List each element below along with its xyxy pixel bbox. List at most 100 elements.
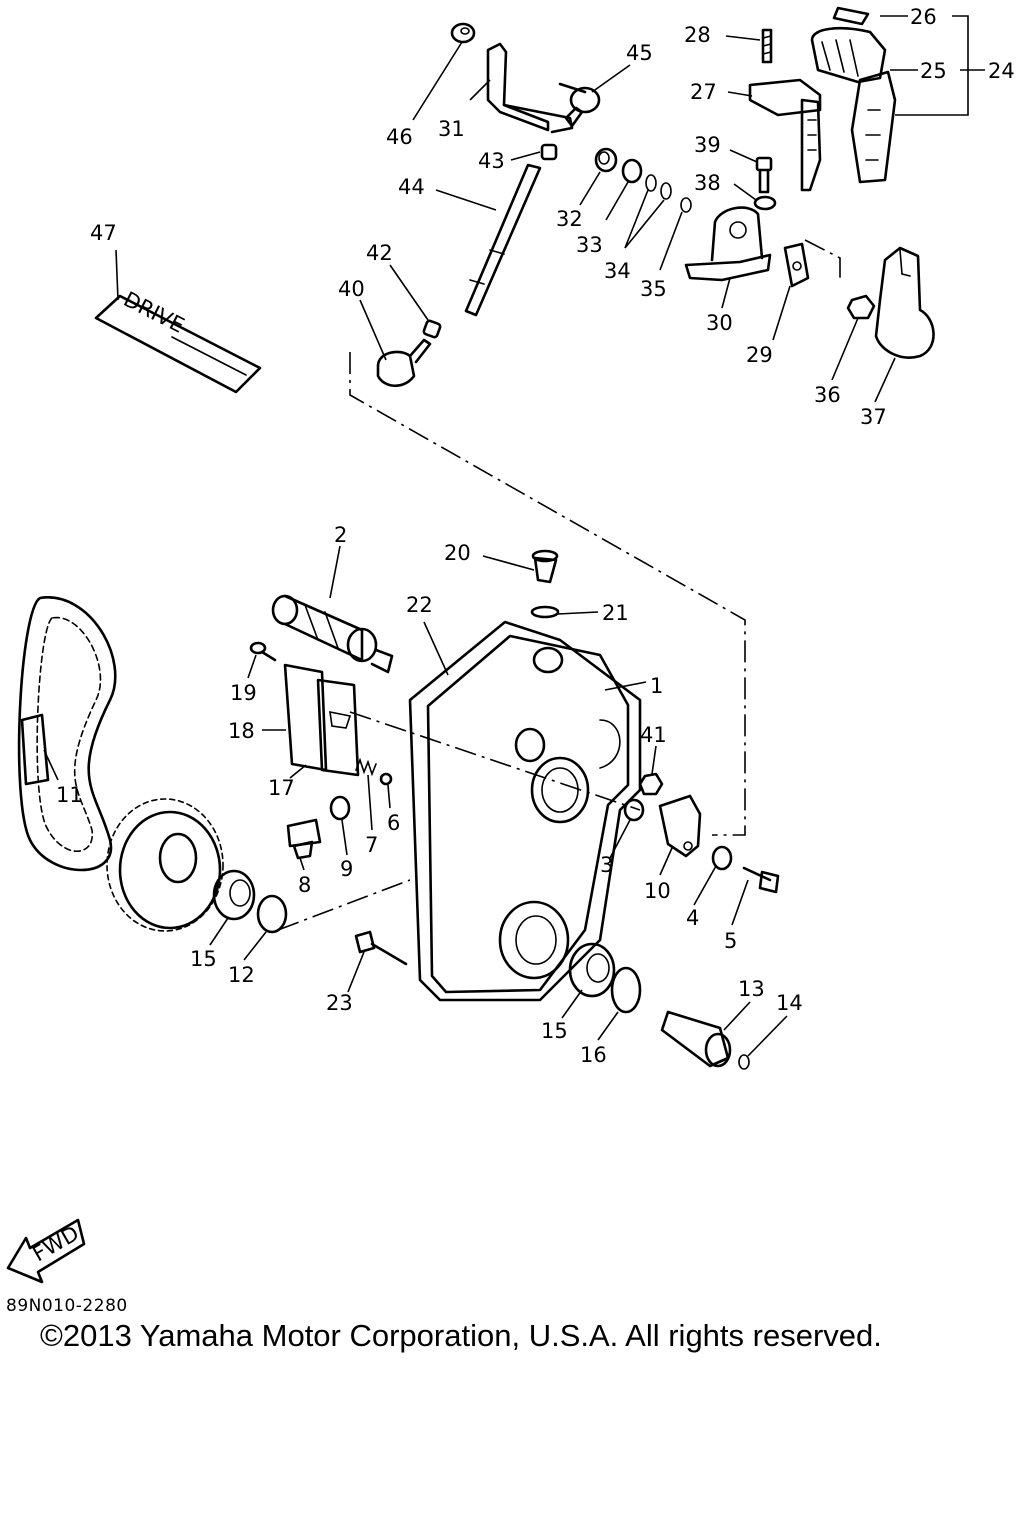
connection-line-lever [804, 239, 841, 280]
part-11-chain [17, 596, 117, 872]
part-27-shift-bracket [748, 78, 822, 192]
callout-34: 34 [604, 259, 631, 283]
part-22-gasket [408, 620, 642, 1002]
callout-25: 25 [920, 59, 947, 83]
callout-28: 28 [684, 23, 711, 47]
part-26-label [832, 6, 870, 26]
callout-46: 46 [386, 125, 413, 149]
upper-linkage-group: DRIVE [94, 6, 935, 836]
connection-line-bearing [277, 879, 411, 931]
connection-line-shaft [349, 711, 641, 811]
callout-44: 44 [398, 175, 425, 199]
part-29-plate [783, 242, 810, 288]
callout-41: 41 [640, 723, 667, 747]
part-19-screw [249, 641, 277, 662]
callout-40: 40 [338, 277, 365, 301]
part-2-shift-drum [271, 594, 394, 674]
fwd-arrow-label: FWD [29, 1221, 83, 1266]
part-9-washer [329, 795, 351, 821]
part-6-ball [379, 772, 393, 786]
callout-37: 37 [860, 405, 887, 429]
sprocket-gear [106, 798, 224, 932]
part-41-nut [638, 772, 664, 796]
callout-2: 2 [334, 523, 347, 547]
callout-31: 31 [438, 117, 465, 141]
callout-20: 20 [444, 541, 471, 565]
part-25-grip [810, 26, 887, 84]
callout-43: 43 [478, 149, 505, 173]
callout-3: 3 [600, 853, 613, 877]
callout-labels: 1 2 3 4 5 6 7 8 9 10 11 12 13 14 15 15 1… [56, 5, 1015, 1067]
part-36-nut [846, 294, 876, 320]
part-10-shift-arm [658, 794, 702, 858]
part-44-rod [464, 163, 542, 317]
part-4-washer [711, 845, 733, 871]
callout-29: 29 [746, 343, 773, 367]
callout-36: 36 [814, 383, 841, 407]
callout-39: 39 [694, 133, 721, 157]
callout-38: 38 [694, 171, 721, 195]
callout-26: 26 [910, 5, 937, 29]
callout-13: 13 [738, 977, 765, 1001]
callout-11: 11 [56, 783, 83, 807]
lower-case-group [17, 549, 780, 1070]
callout-24: 24 [988, 59, 1015, 83]
part-1-case-cover [426, 634, 630, 994]
part-8-plug [286, 818, 322, 860]
part-45-ball-joint [558, 82, 601, 128]
part-15-bearing-right [568, 942, 616, 998]
part-5-bolt [742, 866, 780, 894]
callout-32: 32 [556, 207, 583, 231]
part-23-bolt [354, 930, 408, 966]
callout-47: 47 [90, 221, 117, 245]
part-34-o-ring-a [645, 174, 657, 192]
callout-5: 5 [724, 929, 737, 953]
part-31-lever [486, 42, 574, 134]
callout-15a: 15 [190, 947, 217, 971]
callout-30: 30 [706, 311, 733, 335]
part-17-gasket [316, 678, 360, 777]
callout-21: 21 [602, 601, 629, 625]
part-32-collar [594, 147, 618, 173]
part-38-washer [753, 195, 777, 211]
callout-8: 8 [298, 873, 311, 897]
callout-23: 23 [326, 991, 353, 1015]
part-14-ring [738, 1054, 750, 1070]
leader-lines [43, 15, 985, 1057]
copyright-notice: ©2013 Yamaha Motor Corporation, U.S.A. A… [40, 1318, 882, 1353]
part-46-cap [450, 22, 476, 44]
part-35-clip [680, 197, 692, 213]
decal-label: DRIVE [120, 287, 188, 338]
callout-6: 6 [387, 811, 400, 835]
fwd-arrow-icon: FWD [6, 1218, 86, 1284]
part-16-seal [610, 966, 642, 1014]
callout-12: 12 [228, 963, 255, 987]
callout-1: 1 [650, 674, 663, 698]
drawing-code: 89N010-2280 [6, 1296, 128, 1316]
callout-18: 18 [228, 719, 255, 743]
part-40-end-joint [376, 338, 432, 388]
callout-7: 7 [365, 833, 378, 857]
part-43-bushing [540, 143, 558, 161]
part-42-nut [422, 319, 442, 339]
callout-19: 19 [230, 681, 257, 705]
part-47-decal: DRIVE [94, 287, 262, 394]
part-13-sleeve [660, 1010, 732, 1068]
part-34-o-ring-b [660, 182, 672, 200]
callout-45: 45 [626, 41, 653, 65]
callout-9: 9 [340, 857, 353, 881]
part-30-bracket [684, 206, 772, 282]
callout-15b: 15 [541, 1019, 568, 1043]
part-21-o-ring [530, 605, 560, 619]
part-3-washer [623, 798, 645, 822]
callout-10: 10 [644, 879, 671, 903]
part-24-shift-lever-assembly [810, 6, 897, 184]
callout-27: 27 [690, 80, 717, 104]
part-15-bearing-left [212, 869, 256, 921]
part-20-breather [531, 549, 559, 584]
part-39-bolt [755, 156, 773, 194]
callout-35: 35 [640, 277, 667, 301]
callout-16: 16 [580, 1043, 607, 1067]
callout-17: 17 [268, 776, 295, 800]
